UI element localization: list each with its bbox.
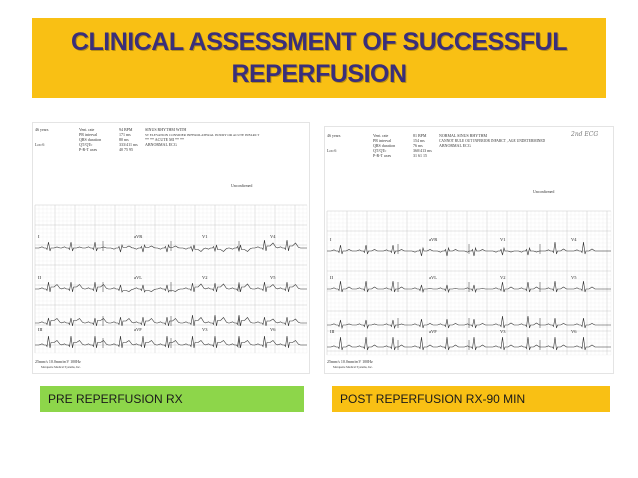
ecg-trace	[327, 241, 611, 257]
ecg-trace	[327, 280, 611, 294]
ecg-qrs-value: 76 ms	[413, 143, 423, 148]
slide-title-line-1: CLINICAL ASSESSMENT OF SUCCESSFUL	[70, 28, 568, 56]
ecg-interpretation-3: ** ** ACUTE MI ** **	[145, 137, 184, 142]
ecg-qrs-label: QRS duration	[79, 137, 101, 142]
ecg-pr-label: PR interval	[373, 138, 392, 143]
caption-pre-reperfusion: PRE REPERFUSION RX	[40, 386, 304, 412]
ecg-lead-label: V4	[270, 234, 276, 239]
ecg-interpretation-1: NORMAL SINUS RHYTHM	[439, 133, 488, 138]
ecg-pre-reperfusion-svg: 46 years Vent. rate 94 BPM PR interval 1…	[34, 127, 308, 370]
ecg-lead-label: V6	[571, 329, 577, 334]
ecg-unconfirmed: Unconfirmed	[231, 183, 252, 188]
ecg-loc: Loc:6	[35, 142, 44, 147]
ecg-qrs-label: QRS duration	[373, 143, 395, 148]
caption-post-reperfusion: POST REPERFUSION RX-90 MIN	[332, 386, 610, 412]
ecg-trace	[35, 281, 307, 293]
ecg-lead-label: V1	[202, 234, 208, 239]
ecg-lead-label: V5	[270, 275, 276, 280]
ecg-lead-label: aVF	[429, 329, 437, 334]
ecg-unconfirmed: Unconfirmed	[533, 189, 554, 194]
ecg-footer-company: Marquette Medical Systems, Inc.	[41, 365, 81, 370]
ecg-footer-settings: 25mm/s 10.0mm/mV 100Hz	[327, 359, 373, 364]
ecg-pr-value: 154 ms	[413, 138, 425, 143]
ecg-pr-value: 171 ms	[119, 132, 131, 137]
ecg-post-reperfusion: 46 years Vent. rate 81 BPM PR interval 1…	[324, 126, 614, 374]
ecg-grid	[34, 204, 308, 354]
ecg-qtqtc-label: QT/QTc	[79, 142, 92, 147]
ecg-pr-label: PR interval	[79, 132, 98, 137]
ecg-interpretation-3: ABNORMAL ECG	[439, 143, 471, 148]
ecg-lead-label: V4	[571, 237, 577, 242]
ecg-lead-label: V5	[571, 275, 577, 280]
ecg-interpretation-4: ABNORMAL ECG	[145, 142, 177, 147]
ecg-footer-settings: 25mm/s 10.0mm/mV 100Hz	[35, 359, 81, 364]
ecg-interpretation-2: ST ELEVATION CONSIDER INFEROLATERAL INJU…	[145, 133, 260, 137]
ecg-trace	[35, 314, 307, 327]
ecg-lead-label: aVF	[134, 327, 142, 332]
ecg-traces	[35, 239, 307, 349]
ecg-qtqtc-label: QT/QTc	[373, 148, 386, 153]
ecg-qtqtc-value: 333/411 ms	[119, 142, 138, 147]
ecg-vent-rate-value: 94 BPM	[119, 127, 133, 132]
ecg-lead-label: aVL	[429, 275, 437, 280]
slide-title-bar: CLINICAL ASSESSMENT OF SUCCESSFUL REPERF…	[32, 18, 606, 98]
ecg-pre-reperfusion: 46 years Vent. rate 94 BPM PR interval 1…	[32, 122, 310, 374]
ecg-age: 46 years	[327, 133, 341, 138]
ecg-loc: Loc:6	[327, 148, 336, 153]
ecg-trace	[35, 239, 307, 253]
ecg-lead-label: V3	[500, 329, 506, 334]
ecg-lead-label: II	[38, 275, 41, 280]
ecg-vent-rate-label: Vent. rate	[373, 133, 389, 138]
ecg-axes-label: P-R-T axes	[79, 147, 97, 152]
ecg-lead-label: I	[38, 234, 40, 239]
ecg-traces	[327, 241, 611, 351]
ecg-handwritten-note: 2nd ECG	[570, 131, 598, 138]
ecg-lead-label: aVR	[429, 237, 437, 242]
ecg-lead-label: aVL	[134, 275, 142, 280]
ecg-trace	[35, 335, 307, 349]
ecg-lead-label: V2	[202, 275, 208, 280]
ecg-axes-value: 31 61 15	[413, 153, 427, 158]
ecg-lead-label: III	[38, 327, 43, 332]
ecg-age: 46 years	[35, 127, 49, 132]
ecg-vent-rate-value: 81 BPM	[413, 133, 427, 138]
ecg-vent-rate-label: Vent. rate	[79, 127, 95, 132]
ecg-trace	[327, 336, 611, 351]
ecg-qtqtc-value: 360/413 ms	[413, 148, 432, 153]
ecg-interpretation-2: CANNOT RULE OUT INFERIOR INFARCT , AGE U…	[439, 139, 546, 144]
ecg-lead-label: V3	[202, 327, 208, 332]
ecg-trace	[327, 315, 611, 330]
ecg-lead-label: V6	[270, 327, 276, 332]
ecg-lead-label: III	[330, 329, 335, 334]
ecg-lead-label: I	[330, 237, 332, 242]
ecg-lead-label: V1	[500, 237, 506, 242]
ecg-axes-value: 40 75 95	[119, 147, 133, 152]
ecg-interpretation-1: SINUS RHYTHM WITH	[145, 127, 186, 132]
ecg-lead-label: aVR	[134, 234, 142, 239]
ecg-qrs-value: 80 ms	[119, 137, 129, 142]
ecg-axes-label: P-R-T axes	[373, 153, 391, 158]
ecg-post-reperfusion-svg: 46 years Vent. rate 81 BPM PR interval 1…	[326, 131, 612, 370]
ecg-footer-company: Marquette Medical Systems, Inc.	[333, 365, 373, 370]
ecg-lead-label: II	[330, 275, 333, 280]
slide-title-line-2: REPERFUSION	[231, 60, 407, 88]
ecg-lead-label: V2	[500, 275, 506, 280]
